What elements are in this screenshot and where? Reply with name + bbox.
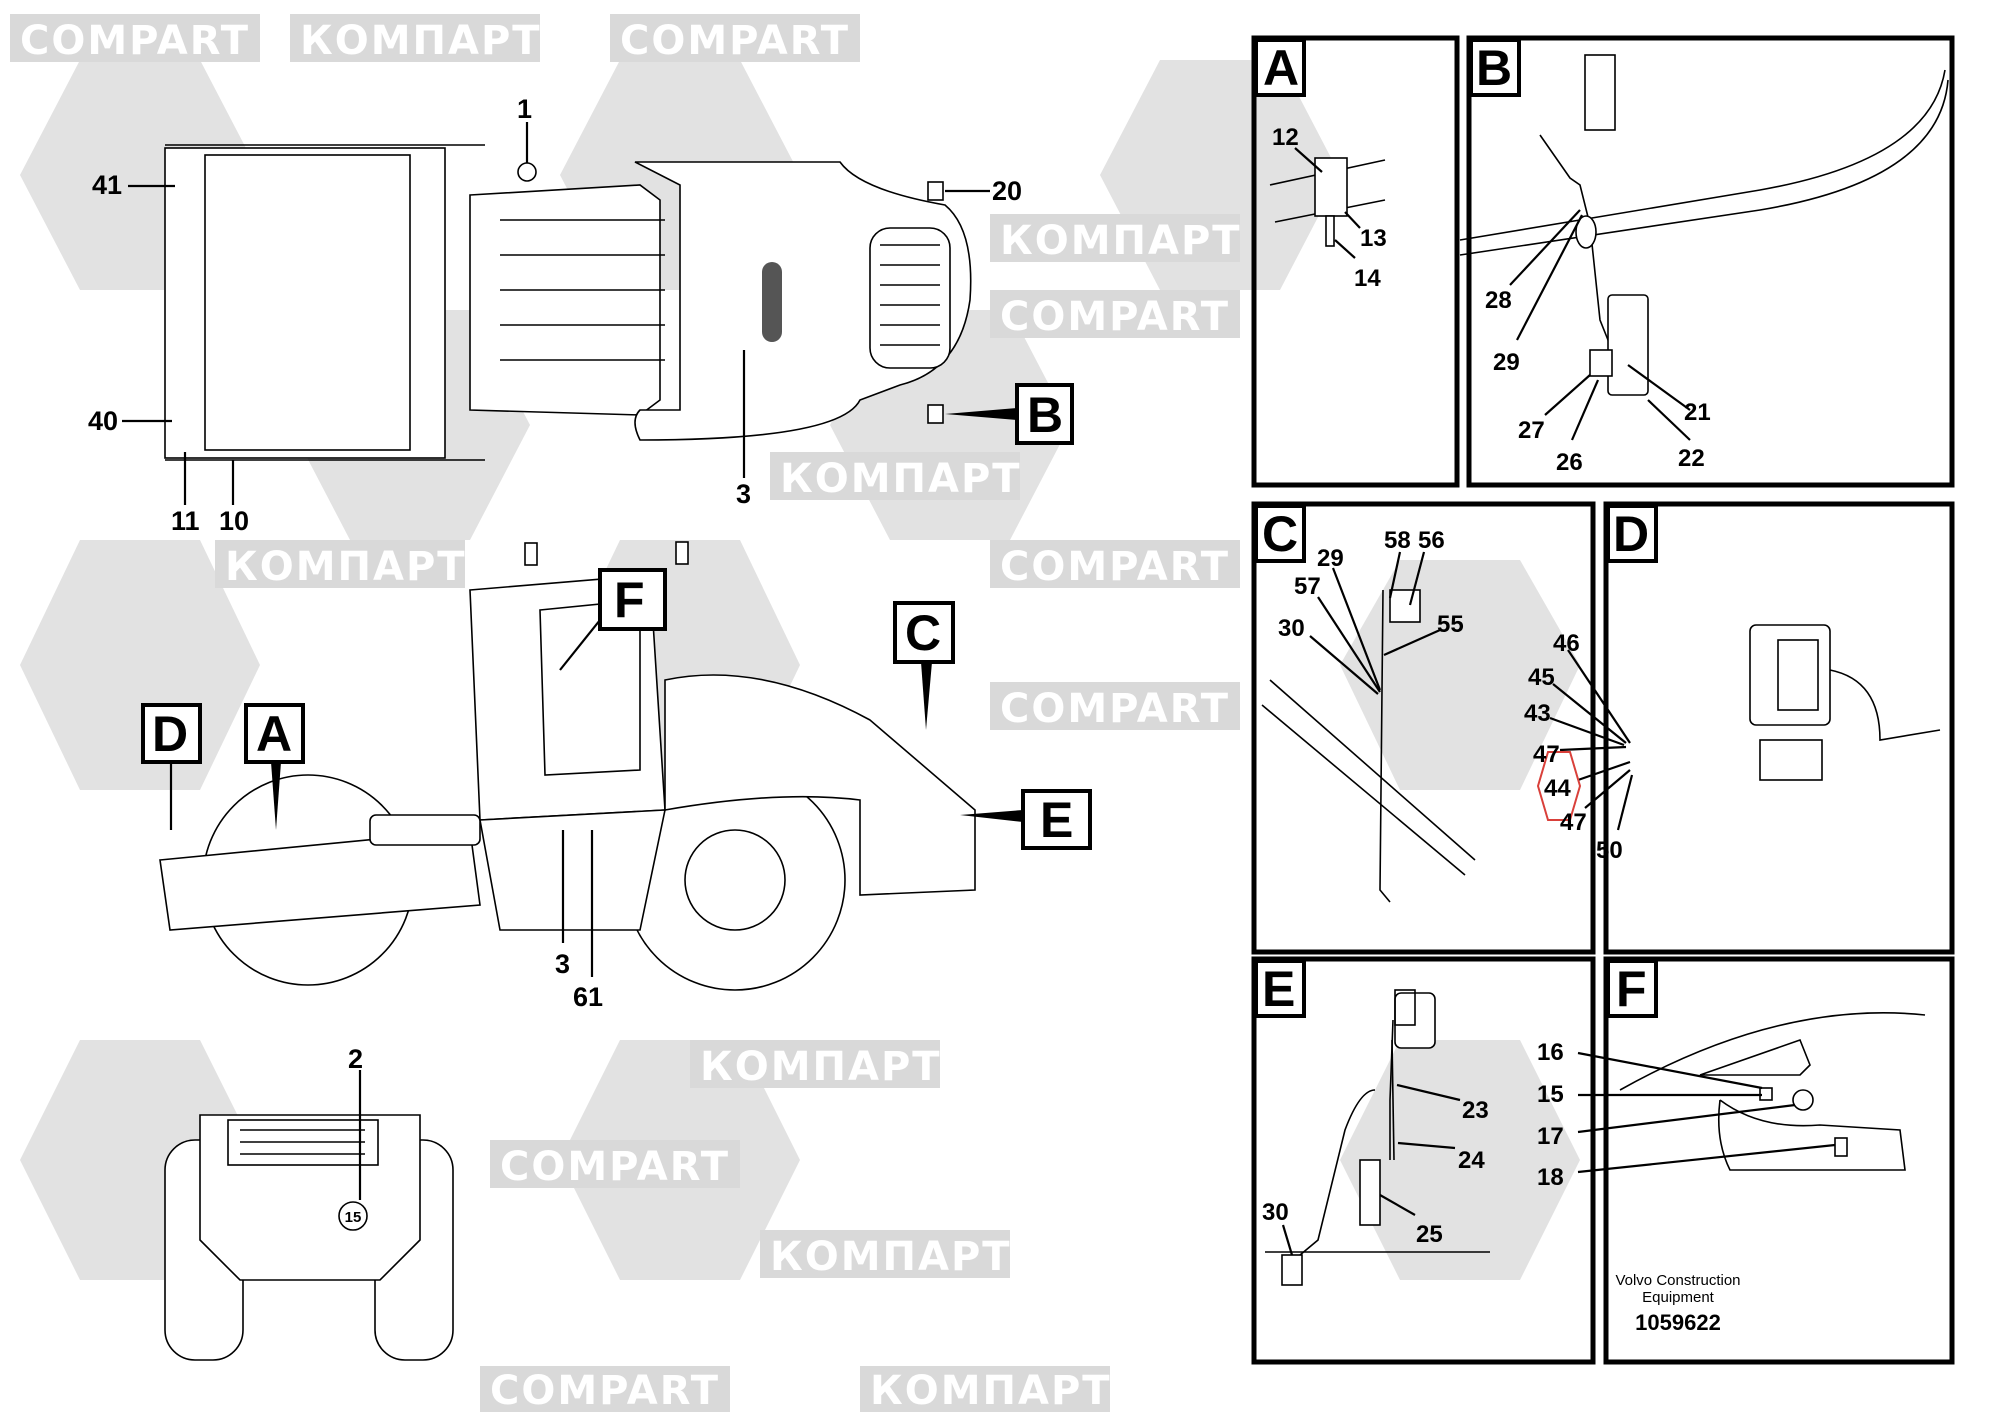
detail-tag-b[interactable] xyxy=(1015,383,1074,445)
grille-vent xyxy=(762,262,782,342)
detail-panel-e: E 23 24 25 30 xyxy=(1251,956,1596,1365)
svg-text:КОМПАРТ: КОМПАРТ xyxy=(225,544,467,590)
svg-text:22: 22 xyxy=(1678,445,1705,472)
svg-text:29: 29 xyxy=(1493,349,1520,376)
svg-text:F: F xyxy=(614,572,645,628)
top-view: 1 41 20 40 3 11 10 B xyxy=(88,94,1074,536)
panel-letter-e: E xyxy=(1262,961,1295,1017)
svg-text:26: 26 xyxy=(1556,449,1583,476)
svg-text:55: 55 xyxy=(1437,611,1464,638)
callout-3: 3 xyxy=(736,479,751,509)
svg-text:COMPART: COMPART xyxy=(1000,294,1230,340)
detail-panel-a: A 12 13 14 xyxy=(1251,35,1460,488)
watermark-bands: COMPART КОМПАРТ COMPART КОМПАРТ COMPART … xyxy=(10,14,1242,1412)
svg-text:44: 44 xyxy=(1544,775,1571,802)
detail-tag-d[interactable] xyxy=(141,703,202,764)
panel-letter-a: A xyxy=(1263,40,1299,96)
callout-44-highlight-hexagon xyxy=(1536,751,1582,821)
svg-text:D: D xyxy=(152,706,188,762)
svg-text:14: 14 xyxy=(1354,265,1381,292)
engine-housing xyxy=(664,674,976,896)
svg-text:47: 47 xyxy=(1560,809,1587,836)
detail-panel-f: F 16 15 17 18 Volvo Construction Equipme… xyxy=(1537,956,1955,1365)
svg-text:28: 28 xyxy=(1485,287,1512,314)
detail-panel-c: C 58 56 29 57 30 55 xyxy=(1251,501,1596,955)
callout-3-side: 3 xyxy=(555,949,570,979)
svg-text:A: A xyxy=(256,706,292,762)
detail-tag-c[interactable] xyxy=(893,601,955,664)
panel-letter-f: F xyxy=(1616,961,1647,1017)
svg-text:КОМПАРТ: КОМПАРТ xyxy=(700,1044,942,1090)
svg-text:27: 27 xyxy=(1518,417,1545,444)
callout-20: 20 xyxy=(992,176,1022,206)
svg-text:21: 21 xyxy=(1684,399,1711,426)
svg-text:COMPART: COMPART xyxy=(20,18,250,64)
svg-text:25: 25 xyxy=(1416,1221,1443,1248)
svg-text:24: 24 xyxy=(1458,1147,1485,1174)
svg-text:КОМПАРТ: КОМПАРТ xyxy=(870,1368,1112,1412)
footer-company-line2: Equipment xyxy=(1642,1289,1715,1306)
rear-view: 2 15 xyxy=(164,1044,454,1361)
svg-text:17: 17 xyxy=(1537,1123,1564,1150)
svg-text:30: 30 xyxy=(1278,615,1305,642)
work-lamp xyxy=(1749,624,1831,726)
panel-letter-b: B xyxy=(1476,40,1512,96)
svg-text:18: 18 xyxy=(1537,1164,1564,1191)
svg-text:47: 47 xyxy=(1533,741,1560,768)
svg-text:COMPART: COMPART xyxy=(490,1368,720,1412)
detail-panel-d: D 46 45 43 47 44 47 50 xyxy=(1524,501,1955,955)
front-frame xyxy=(159,829,481,931)
svg-text:КОМПАРТ: КОМПАРТ xyxy=(780,456,1022,502)
svg-text:COMPART: COMPART xyxy=(1000,544,1230,590)
svg-text:12: 12 xyxy=(1272,124,1299,151)
svg-text:COMPART: COMPART xyxy=(620,18,850,64)
footer-company-line1: Volvo Construction xyxy=(1615,1272,1740,1289)
detail-tag-b-label: B xyxy=(1027,387,1063,443)
svg-text:КОМПАРТ: КОМПАРТ xyxy=(300,18,542,64)
svg-text:КОМПАРТ: КОМПАРТ xyxy=(1000,218,1242,264)
callout-11: 11 xyxy=(171,506,200,536)
detail-tag-f[interactable] xyxy=(598,568,667,631)
svg-text:C: C xyxy=(905,605,941,661)
detail-panel-b: B 28 29 27 26 21 22 xyxy=(1459,35,1955,488)
svg-text:43: 43 xyxy=(1524,700,1551,727)
callout-15-rear: 15 xyxy=(345,1209,362,1226)
detail-tag-e[interactable] xyxy=(1021,789,1092,850)
svg-text:56: 56 xyxy=(1418,527,1445,554)
svg-text:45: 45 xyxy=(1528,664,1555,691)
callout-41: 41 xyxy=(92,170,122,200)
callout-10: 10 xyxy=(219,506,249,536)
svg-text:50: 50 xyxy=(1596,837,1623,864)
callout-40: 40 xyxy=(88,406,118,436)
svg-text:COMPART: COMPART xyxy=(1000,686,1230,732)
callout-2: 2 xyxy=(348,1044,363,1074)
detail-tag-a[interactable] xyxy=(244,703,305,764)
svg-text:46: 46 xyxy=(1553,630,1580,657)
svg-text:58: 58 xyxy=(1384,527,1411,554)
panel-letter-d: D xyxy=(1613,506,1649,562)
svg-text:57: 57 xyxy=(1294,573,1321,600)
svg-text:23: 23 xyxy=(1462,1097,1489,1124)
svg-text:15: 15 xyxy=(1537,1081,1564,1108)
svg-text:29: 29 xyxy=(1317,545,1344,572)
footer-part-number: 1059622 xyxy=(1635,1310,1721,1335)
svg-text:КОМПАРТ: КОМПАРТ xyxy=(770,1234,1012,1280)
svg-text:E: E xyxy=(1040,792,1073,848)
svg-text:COMPART: COMPART xyxy=(500,1144,730,1190)
svg-text:30: 30 xyxy=(1262,1199,1289,1226)
callout-15-circle xyxy=(338,1201,368,1231)
panel-letter-c: C xyxy=(1262,506,1298,562)
warning-decal xyxy=(1699,1038,1811,1076)
svg-text:13: 13 xyxy=(1360,225,1387,252)
side-view: 3 61 F C D A E xyxy=(141,541,1092,1012)
cab-roof xyxy=(469,184,661,416)
roller-drum-frame xyxy=(164,147,446,459)
callout-61: 61 xyxy=(573,982,603,1012)
svg-text:16: 16 xyxy=(1537,1039,1564,1066)
callout-1: 1 xyxy=(517,94,532,124)
